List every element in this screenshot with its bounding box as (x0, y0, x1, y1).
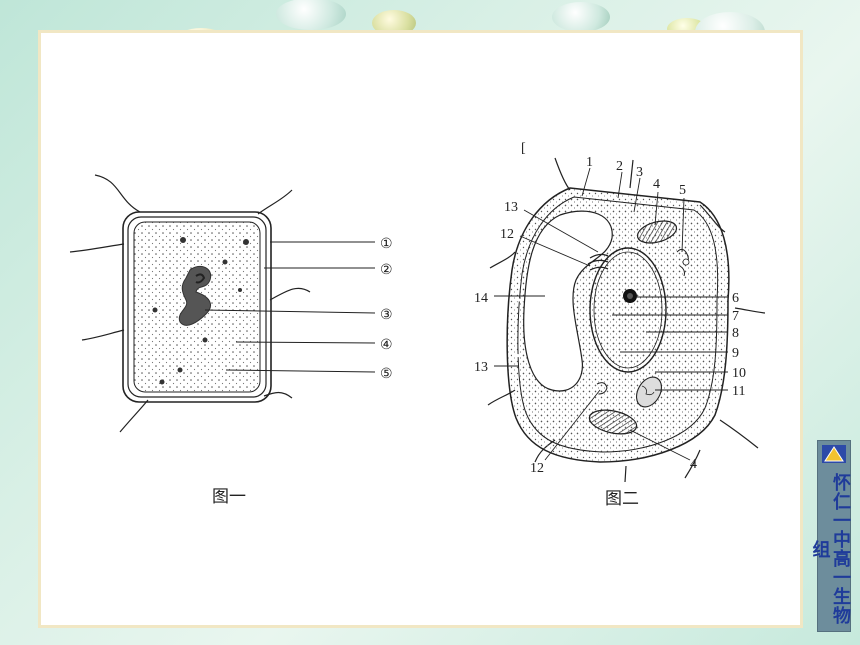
fig2-label-1: 1 (586, 155, 593, 170)
fig2-label-4: 4 (653, 177, 660, 192)
decorative-bubble (552, 2, 610, 32)
fig1-label-5: ⑤ (380, 367, 393, 382)
fig2-label-11: 11 (732, 384, 745, 399)
fig2-label-6: 6 (732, 291, 739, 306)
fig2-label-14: 14 (474, 291, 488, 306)
fig2-label-2: 2 (616, 159, 623, 174)
fig2-label-10: 10 (732, 366, 746, 381)
svg-text:[: [ (521, 141, 526, 156)
fig1-label-2: ② (380, 263, 393, 278)
fig2-label-4b: 4 (690, 457, 697, 472)
fig1-label-1: ① (380, 237, 393, 252)
figure-two-cell: [ (474, 141, 766, 483)
school-group-name: 怀仁一中高一生物组 (809, 473, 852, 625)
school-badge: 怀仁一中高一生物组 (809, 440, 852, 632)
fig2-label-12: 12 (500, 227, 514, 242)
fig2-label-5: 5 (679, 183, 686, 198)
figure-two-caption: 图二 (605, 489, 639, 509)
fig2-label-3: 3 (636, 165, 643, 180)
figure-one-caption: 图一 (212, 487, 246, 507)
fig2-label-7: 7 (732, 309, 739, 324)
fig2-label-8: 8 (732, 326, 739, 341)
fig2-label-12b: 12 (530, 461, 544, 476)
fig1-label-4: ④ (380, 338, 393, 353)
figure-one-cell: ① ② ③ ④ ⑤ (69, 174, 393, 433)
fig1-label-3: ③ (380, 308, 393, 323)
fig2-label-9: 9 (732, 346, 739, 361)
fig2-label-13b: 13 (474, 360, 488, 375)
school-logo-icon (822, 445, 846, 463)
fig2-label-13: 13 (504, 200, 518, 215)
decorative-bubble (276, 0, 346, 30)
